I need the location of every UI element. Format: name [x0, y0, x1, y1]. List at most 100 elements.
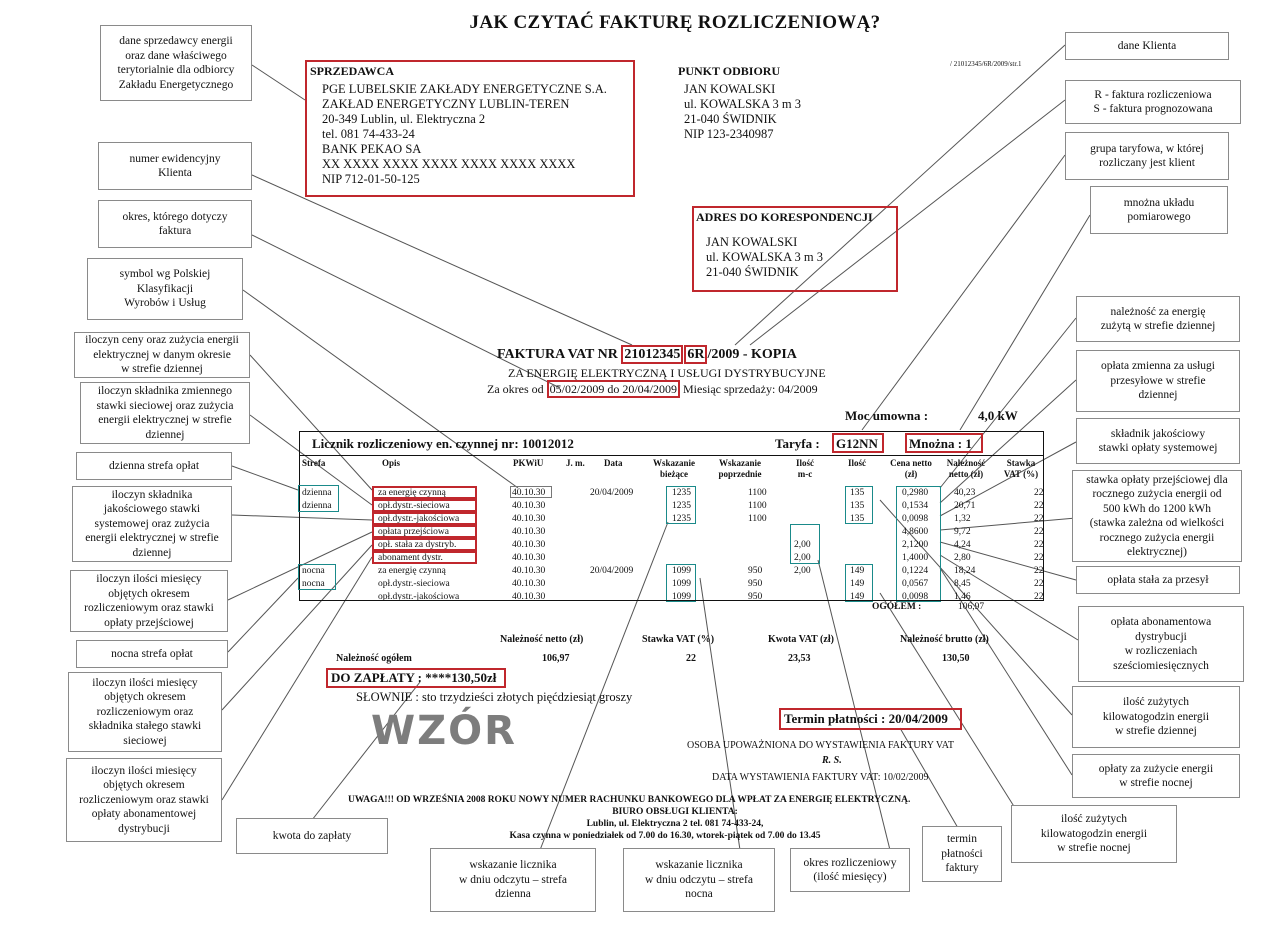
summary-header-vat-rate: Stawka VAT (%) [642, 634, 715, 645]
cell-opis: opłata przejściowa [378, 527, 449, 537]
annotation-night-zone: nocna strefa opłat [76, 640, 228, 668]
cell-vat: 22 [1034, 579, 1044, 589]
cell-poprzednie: 950 [748, 566, 763, 576]
summary-header-vat-amount: Kwota VAT (zł) [768, 634, 834, 645]
night-qty-highlight [845, 564, 873, 602]
cell-cena: 0,0098 [902, 514, 929, 524]
seller-box [305, 60, 635, 197]
total-value: 106,97 [958, 602, 985, 612]
cell-netto: 9,72 [954, 527, 971, 537]
annotation-seller-data: dane sprzedawcy energii oraz dane właści… [100, 25, 252, 101]
cell-vat: 22 [1034, 553, 1044, 563]
cell-poprzednie: 1100 [748, 488, 767, 498]
summary-vat-amount: 23,53 [788, 653, 811, 664]
cell-netto: 20,71 [954, 501, 976, 511]
th-mc: Ilość m-c [796, 458, 814, 479]
invoice-suffix: 6R [684, 345, 708, 364]
cell-pkwiu: 40.10.30 [512, 514, 546, 524]
th-opis: Opis [382, 458, 401, 468]
summary-label: Należność ogółem [336, 653, 412, 664]
corner-code: / 21012345/6R/2009/str.1 [950, 60, 1022, 68]
correspondence-header: ADRES DO KORESPONDENCJI [696, 210, 873, 224]
seller-line: tel. 081 74-433-24 [322, 127, 415, 141]
cell-strefa: nocna [302, 566, 325, 576]
meter-frame [299, 431, 1044, 601]
cell-ilosc: 149 [850, 592, 865, 602]
annotation-subscription-fee: opłata abonamentowa dystrybucji w rozlic… [1078, 606, 1244, 682]
cell-biezace: 1099 [672, 566, 691, 576]
summary-netto: 106,97 [542, 653, 570, 664]
annotation-day-energy-due: należność za energię zużytą w strefie dz… [1076, 296, 1240, 342]
th-netto: Należność netto (zł) [946, 458, 986, 479]
pickup-line: NIP 123-2340987 [684, 127, 774, 141]
annotation-due-date: termin płatności faktury [922, 826, 1002, 882]
multiplier-field: Mnożna : 1 [909, 436, 972, 452]
cell-pkwiu: 40.10.30 [512, 553, 546, 563]
annotation-meter-day: wskazanie licznika w dniu odczytu – stre… [430, 848, 596, 912]
annotation-tariff-group: grupa taryfowa, w której rozliczany jest… [1065, 132, 1229, 180]
cell-vat: 22 [1034, 592, 1044, 602]
cell-pkwiu: 40.10.30 [512, 501, 546, 511]
invoice-title-rest: /2009 - KOPIA [707, 347, 797, 362]
seller-line: PGE LUBELSKIE ZAKŁADY ENERGETYCZNE S.A. [322, 82, 607, 96]
invoice-period: 05/02/2009 do 20/04/2009 [546, 380, 680, 398]
seller-header: SPRZEDAWCA [310, 64, 395, 78]
months-highlight [790, 524, 820, 564]
annotation-day-zone: dzienna strefa opłat [76, 452, 232, 480]
day-meter-highlight [666, 486, 696, 524]
annotation-quality-component: składnik jakościowy stawki opłaty system… [1076, 418, 1240, 464]
footer-authorized: OSOBA UPOWAŻNIONA DO WYSTAWIENIA FAKTURY… [687, 740, 955, 751]
period-prefix: Za okres od [487, 382, 544, 396]
th-jm: J. m. [566, 458, 585, 468]
th-poprzednie: Wskazanie poprzednie [718, 458, 762, 479]
cell-cena: 2,1200 [902, 540, 929, 550]
tariff-label: Taryfa : [775, 436, 820, 451]
pickup-block: PUNKT ODBIORU JAN KOWALSKI ul. KOWALSKA … [678, 64, 801, 142]
cell-pkwiu: 40.10.30 [512, 566, 546, 576]
seller-line: BANK PEKAO SA [322, 142, 422, 156]
row-highlight [372, 499, 477, 512]
tariff-value: G12NN [836, 436, 878, 451]
meter-label: Licznik rozliczeniowy en. czynnej nr: 10… [312, 436, 574, 451]
cell-ilosc: 149 [850, 579, 865, 589]
cell-netto: 1,46 [954, 592, 971, 602]
cell-pkwiu: 40.10.30 [512, 488, 546, 498]
cell-ilosc: 135 [850, 501, 865, 511]
cell-cena: 4,8600 [902, 527, 929, 537]
annotation-amount-due: kwota do zapłaty [236, 818, 388, 854]
seller-line: 20-349 Lublin, ul. Elektryczna 2 [322, 112, 486, 126]
footer-office-address: Lublin, ul. Elektryczna 2 tel. 081 74-43… [586, 819, 764, 829]
footer-office: BIURO OBSŁUGI KLIENTA: [612, 807, 738, 817]
cell-pkwiu: 40.10.30 [512, 527, 546, 537]
cell-cena: 0,2980 [902, 488, 929, 498]
summary-vat-rate: 22 [686, 653, 696, 664]
night-zone-highlight [298, 564, 336, 590]
cell-ilosc: 135 [850, 488, 865, 498]
correspondence-line: JAN KOWALSKI [706, 235, 798, 249]
cell-mc: 2,00 [794, 553, 811, 563]
annotation-day-energy-product: iloczyn ceny oraz zużycia energii elektr… [74, 332, 250, 378]
cell-vat: 22 [1034, 488, 1044, 498]
cell-ilosc: 149 [850, 566, 865, 576]
seller-line: ZAKŁAD ENERGETYCZNY LUBLIN-TEREN [322, 97, 570, 111]
annotation-transition-rate: stawka opłaty przejściowej dla rocznego … [1072, 470, 1242, 562]
cell-biezace: 1235 [672, 501, 691, 511]
th-vat: Stawka VAT (%) [1003, 458, 1039, 479]
annotation-invoice-type: R - faktura rozliczeniowa S - faktura pr… [1065, 80, 1241, 124]
cell-opis: opł.dystr.-sieciowa [378, 501, 450, 511]
multiplier-value: 1 [965, 436, 972, 451]
pkwiu-highlight [510, 486, 552, 498]
correspondence-box [692, 206, 898, 292]
cell-pkwiu: 40.10.30 [512, 540, 546, 550]
summary-header-brutto: Należność brutto (zł) [900, 634, 989, 645]
cell-vat: 22 [1034, 527, 1044, 537]
invoice-subtitle: ZA ENERGIĘ ELEKTRYCZNĄ I USŁUGI DYSTRYBU… [508, 366, 826, 380]
cell-opis: opł. stała za dystryb. [378, 540, 457, 550]
footer-notice: UWAGA!!! OD WRZEŚNIA 2008 ROKU NOWY NUME… [348, 795, 911, 805]
cell-opis: za energię czynną [378, 488, 446, 498]
annotation-night-energy-fee: opłaty za zużycie energii w strefie nocn… [1072, 754, 1240, 798]
cell-strefa: dzienna [302, 488, 332, 498]
cell-cena: 0,0098 [902, 592, 929, 602]
